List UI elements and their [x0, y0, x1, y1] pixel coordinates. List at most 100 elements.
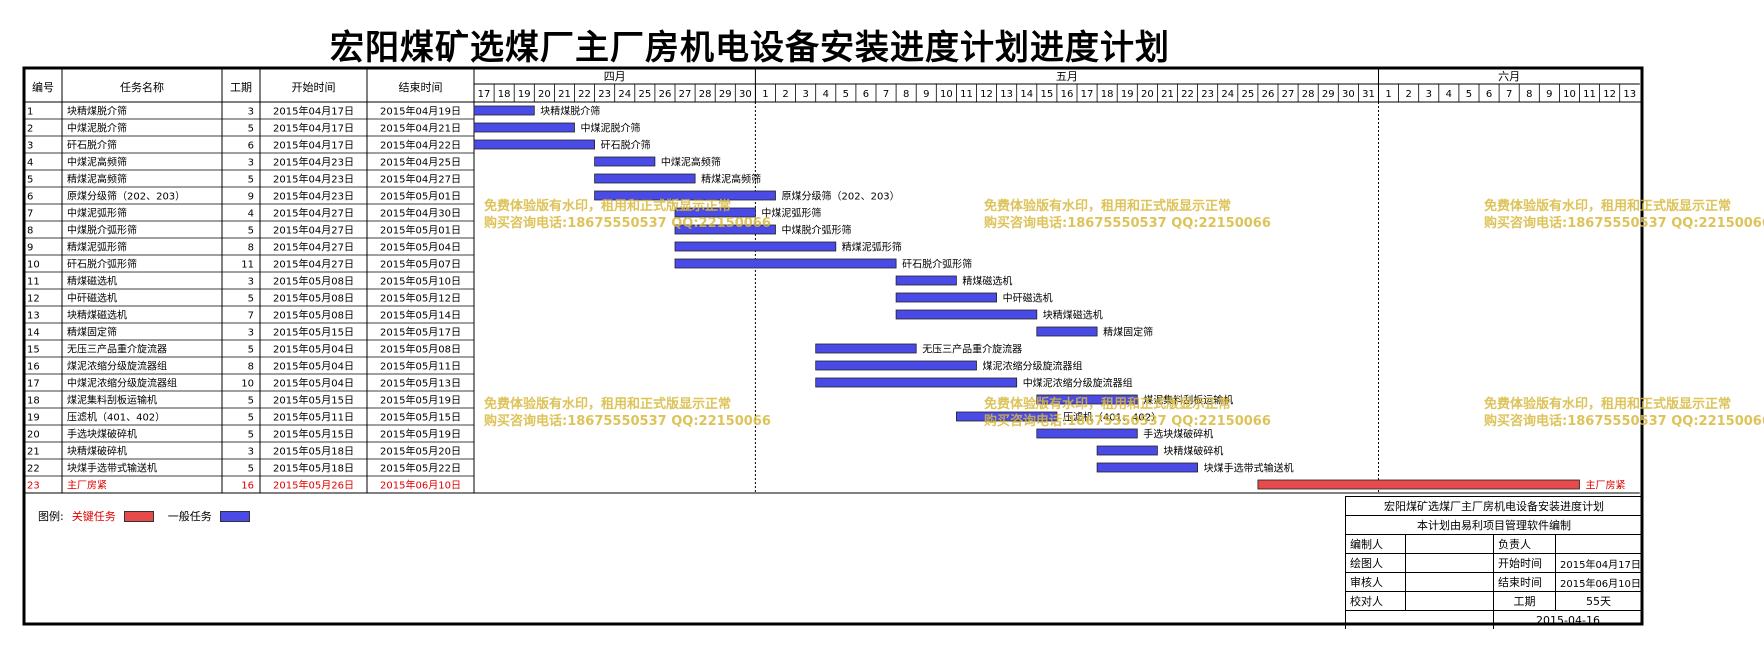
day-label: 9	[923, 89, 929, 100]
cell-end: 2015年05月17日	[380, 326, 461, 339]
cell-end: 2015年05月19日	[380, 394, 461, 407]
cell-no: 2	[27, 124, 33, 135]
cell-dur: 16	[241, 481, 254, 492]
cell-no: 6	[27, 192, 33, 203]
cell-start: 2015年04月23日	[273, 156, 354, 169]
cell-name: 中煤脱介弧形筛	[67, 224, 137, 237]
bar-label: 中煤泥浓缩分级旋流器组	[1023, 377, 1133, 390]
info-row-editor: 编制人 负责人	[1346, 535, 1642, 554]
cell-no: 19	[27, 413, 40, 424]
day-label: 23	[598, 89, 611, 100]
day-label: 24	[1221, 89, 1234, 100]
month-label: 五月	[1056, 70, 1078, 83]
cell-name: 块煤手选带式输送机	[67, 462, 157, 475]
cell-name: 压滤机（401、402）	[67, 411, 165, 424]
day-label: 8	[903, 89, 909, 100]
cell-start: 2015年05月11日	[273, 411, 354, 424]
cell-end: 2015年05月20日	[380, 445, 461, 458]
info-checker-label: 校对人	[1346, 592, 1406, 610]
cell-start: 2015年04月27日	[273, 241, 354, 254]
bar-label: 矸石脱介筛	[601, 139, 651, 152]
info-owner-value	[1556, 535, 1642, 553]
day-label: 18	[1101, 89, 1114, 100]
gantt-bar	[674, 207, 756, 218]
day-label: 21	[558, 89, 571, 100]
cell-end: 2015年05月11日	[380, 360, 461, 373]
day-label: 17	[478, 89, 491, 100]
cell-name: 精煤磁选机	[67, 275, 117, 288]
cell-start: 2015年05月04日	[273, 343, 354, 356]
info-editor-value	[1406, 535, 1494, 553]
cell-start: 2015年05月15日	[273, 326, 354, 339]
cell-dur: 5	[248, 124, 254, 135]
cell-no: 21	[27, 447, 40, 458]
gantt-bar	[1096, 445, 1158, 456]
bar-label: 主厂房紧	[1586, 479, 1626, 492]
cell-end: 2015年06月10日	[380, 479, 461, 492]
gantt-bar	[674, 224, 776, 235]
bar-label: 精煤泥弧形筛	[842, 241, 902, 254]
cell-dur: 3	[248, 447, 254, 458]
cell-dur: 3	[248, 158, 254, 169]
cell-dur: 10	[241, 379, 254, 390]
cell-start: 2015年05月15日	[273, 394, 354, 407]
cell-dur: 4	[248, 209, 254, 220]
cell-end: 2015年04月22日	[380, 139, 461, 152]
cell-name: 中煤泥高频筛	[67, 156, 127, 169]
cell-start: 2015年04月17日	[273, 122, 354, 135]
cell-no: 8	[27, 226, 33, 237]
cell-start: 2015年05月04日	[273, 360, 354, 373]
day-label: 29	[719, 89, 732, 100]
bar-label: 块精煤破碎机	[1163, 445, 1223, 458]
day-label: 28	[699, 89, 712, 100]
gantt-bar	[1096, 462, 1198, 473]
cell-name: 矸石脱介筛	[67, 139, 117, 152]
info-reviewer-value	[1406, 573, 1494, 591]
cell-end: 2015年05月22日	[380, 462, 461, 475]
cell-dur: 5	[248, 430, 254, 441]
cell-end: 2015年04月27日	[380, 173, 461, 186]
legend-critical-swatch	[123, 510, 154, 522]
cell-end: 2015年05月14日	[380, 309, 461, 322]
bar-label: 矸石脱介弧形筛	[902, 258, 972, 271]
info-row-reviewer: 审核人 结束时间 2015年06月10日	[1346, 573, 1642, 592]
cell-no: 9	[27, 243, 33, 254]
cell-no: 4	[27, 158, 33, 169]
cell-dur: 3	[248, 277, 254, 288]
cell-start: 2015年05月15日	[273, 428, 354, 441]
day-label: 26	[1262, 89, 1275, 100]
cell-dur: 8	[248, 362, 254, 373]
cell-dur: 5	[248, 464, 254, 475]
gantt-bar	[895, 292, 997, 303]
cell-end: 2015年05月08日	[380, 343, 461, 356]
day-label: 7	[883, 89, 889, 100]
cell-name: 精煤泥高频筛	[67, 173, 127, 186]
cell-no: 13	[27, 311, 40, 322]
cell-start: 2015年04月27日	[273, 207, 354, 220]
bar-label: 无压三产品重介旋流器	[922, 343, 1022, 356]
gantt-bar	[815, 360, 977, 371]
gantt-bar	[1036, 326, 1098, 337]
cell-end: 2015年05月13日	[380, 377, 461, 390]
cell-start: 2015年05月08日	[273, 309, 354, 322]
info-box: 宏阳煤矿选煤厂主厂房机电设备安装进度计划 本计划由易利项目管理软件编制 编制人 …	[1345, 496, 1642, 629]
day-label: 3	[802, 89, 808, 100]
info-checker-value	[1406, 592, 1494, 610]
day-label: 19	[518, 89, 531, 100]
cell-dur: 5	[248, 175, 254, 186]
info-reviewer-label: 审核人	[1346, 573, 1406, 591]
bar-label: 原煤分级筛（202、203）	[782, 190, 900, 203]
cell-name: 中煤泥浓缩分级旋流器组	[67, 377, 177, 390]
cell-dur: 6	[248, 141, 254, 152]
gantt-bar	[1257, 479, 1580, 490]
cell-start: 2015年05月08日	[273, 292, 354, 305]
day-label: 22	[1181, 89, 1194, 100]
cell-end: 2015年05月15日	[380, 411, 461, 424]
cell-name: 煤泥集料刮板运输机	[67, 394, 157, 407]
day-label: 6	[1486, 89, 1492, 100]
cell-start: 2015年04月23日	[273, 190, 354, 203]
legend-label: 图例:	[38, 510, 64, 523]
cell-start: 2015年05月04日	[273, 377, 354, 390]
gantt-bar	[1036, 394, 1138, 405]
day-label: 20	[538, 89, 551, 100]
